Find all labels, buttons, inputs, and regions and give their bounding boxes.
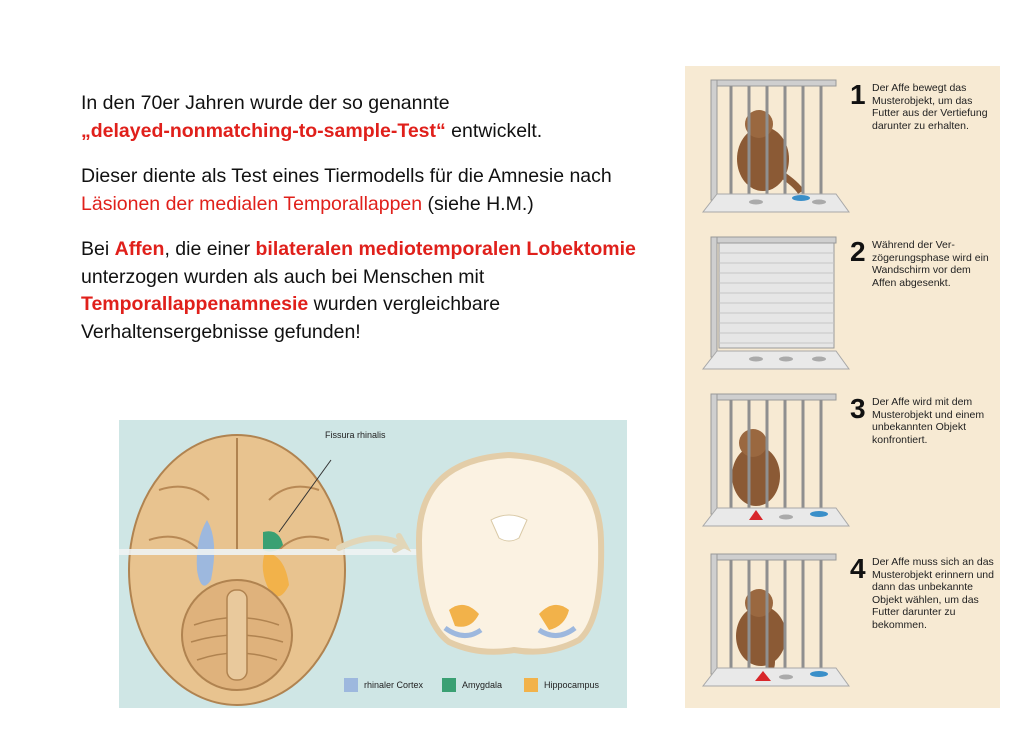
legend-rhinal: rhinaler Cortex <box>344 678 423 692</box>
legend-swatch-rhinal <box>344 678 358 692</box>
p3-d: wurden vergleichbare Verhaltensergebniss… <box>81 293 501 343</box>
brain-illustration <box>119 434 605 706</box>
step-text-3: Der Affe wird mit dem Musterobjekt und e… <box>872 396 985 446</box>
paragraph-3: Bei Affen, die einer bilateralen mediote… <box>81 236 681 346</box>
legend-swatch-amygdala <box>442 678 456 692</box>
legend-hippocampus: Hippocampus <box>524 678 599 692</box>
legend-label-amygdala: Amygdala <box>462 680 503 690</box>
step-text-4: Der Affe muss sich an das Musterobjekt e… <box>872 556 994 631</box>
p3-amnesie: Temporallappenamnesie <box>81 293 309 315</box>
p1-rest: entwickelt. <box>445 119 543 142</box>
unknown-object <box>749 510 763 520</box>
p3-lobektomie: bilateralen mediotemporalen Lobektomie <box>255 238 636 260</box>
hippocampus-region <box>262 552 289 597</box>
step-text-1: Der Affe bewegt das Musterobjekt, um das… <box>872 82 988 132</box>
p3-a: Bei <box>81 238 115 260</box>
brain-figure: Fissura rhinalis rhinaler Cortex Amygdal… <box>119 420 627 708</box>
step-number-2: 2 <box>850 236 866 267</box>
paragraph-1: In den 70er Jahren wurde der so genannte… <box>81 90 681 145</box>
cage-monkey-1 <box>701 79 850 213</box>
p1-line1: In den 70er Jahren wurde der so genannte <box>81 92 450 114</box>
p3-c: unterzogen wurden als auch bei Menschen … <box>81 265 485 288</box>
coronal-section <box>415 451 605 655</box>
step-2: 2 Während der Ver-zögerungsphase wird ei… <box>685 231 1000 381</box>
lowered-screen <box>718 242 835 349</box>
step-number-1: 1 <box>850 79 866 110</box>
paragraph-2: Dieser diente als Test eines Tiermodells… <box>81 163 681 218</box>
cage-monkey-3 <box>701 393 850 527</box>
legend-label-rhinal: rhinaler Cortex <box>364 680 424 690</box>
p2-lesion: Läsionen der medialen Temporallappen <box>81 192 423 215</box>
step-3: 3 Der Affe wird mit dem Musterobjekt und… <box>685 388 1000 538</box>
legend-amygdala: Amygdala <box>442 678 502 692</box>
p2-a: Dieser diente als Test eines Tiermodells… <box>81 165 612 187</box>
p1-test-name: „delayed-nonmatching-to-sample-Test“ <box>81 119 446 142</box>
p3-affen: Affen <box>114 238 165 260</box>
step-text-2: Während der Ver-zögerungsphase wird ein … <box>872 239 989 289</box>
step-number-3: 3 <box>850 393 866 424</box>
step-1: 1 Der Affe bewegt das Musterobjekt, um d… <box>685 74 1000 224</box>
cage-monkey-4 <box>701 553 850 687</box>
fissura-label: Fissura rhinalis <box>325 430 386 440</box>
legend-swatch-hippocampus <box>524 678 538 692</box>
p2-b: (siehe H.M.) <box>422 192 534 215</box>
main-text: In den 70er Jahren wurde der so genannte… <box>81 90 681 364</box>
experiment-panel: 1 Der Affe bewegt das Musterobjekt, um d… <box>685 66 1000 708</box>
step-4: 4 Der Affe muss sich an das Musterobjekt… <box>685 548 1000 698</box>
cage-screen-2 <box>701 236 850 370</box>
transition-arrow <box>336 533 412 553</box>
chosen-object <box>755 671 771 681</box>
legend-label-hippocampus: Hippocampus <box>544 680 600 690</box>
step-number-4: 4 <box>850 553 866 584</box>
amygdala-region <box>263 531 283 552</box>
p3-b: , die einer <box>164 238 256 260</box>
